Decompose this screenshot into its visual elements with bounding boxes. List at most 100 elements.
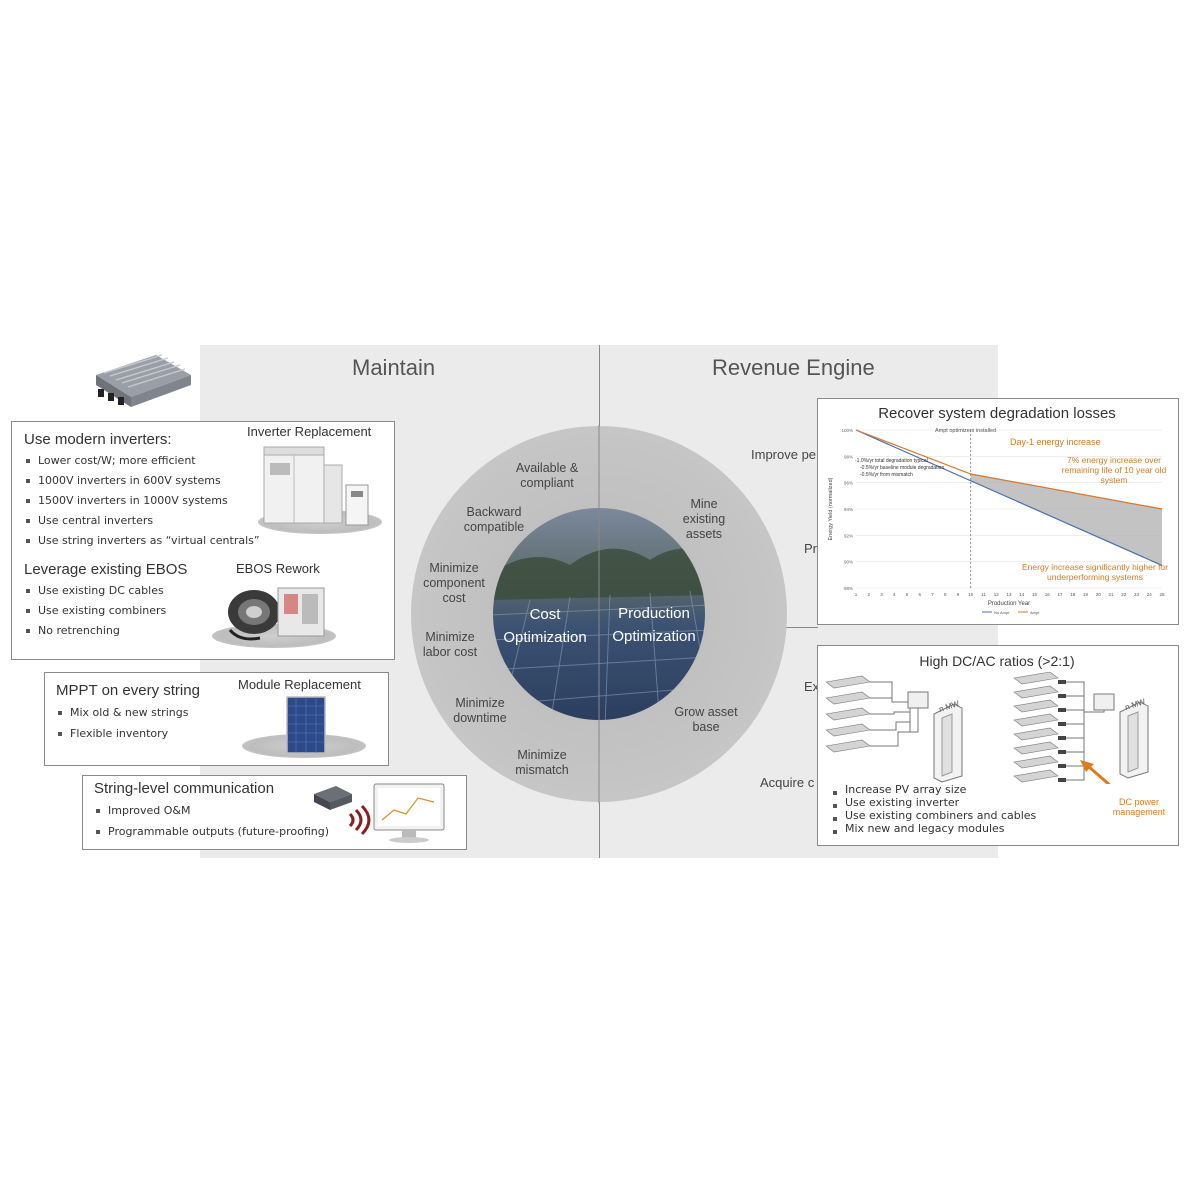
y-tick-label: 96% (844, 481, 853, 486)
dcac-item: Mix new and legacy modules (831, 822, 1036, 835)
wireless-monitor-icon (314, 783, 445, 843)
legend-label-ampt: Ampt (1030, 610, 1040, 615)
inverter-heading: Use modern inverters: (24, 431, 172, 448)
inverter-item: 1000V inverters in 600V systems (24, 471, 260, 491)
y-tick-label: 88% (844, 586, 853, 591)
y-tick-label: 90% (844, 560, 853, 565)
y-tick-label: 98% (844, 454, 853, 459)
x-tick-label: 23 (1134, 592, 1140, 597)
x-tick-label: 10 (968, 592, 974, 597)
production-optimization-label: Production Optimization (612, 605, 696, 645)
dcac-item: Use existing combiners and cables (831, 809, 1036, 822)
ebos-rework-label: EBOS Rework (236, 561, 320, 576)
inverter-item: Use central inverters (24, 511, 260, 531)
energy-gain-area (970, 474, 1162, 566)
x-tick-label: 3 (880, 592, 883, 597)
ebos-item: Use existing combiners (24, 601, 166, 621)
chart-annotation-top: Ampt optimizers installed (935, 428, 997, 434)
right-label-ex: Ex (804, 679, 820, 694)
x-axis-label: Production Year (988, 601, 1030, 607)
x-tick-label: 12 (994, 592, 1000, 597)
chart-note-line: -0.5%/yr from mismatch (860, 472, 913, 478)
y-axis-label: Energy Yield (normalized) (828, 477, 834, 540)
right-label-improve: Improve pe (751, 447, 817, 462)
communication-item: Improved O&M (94, 801, 329, 821)
ring-label-available: Available & compliant (515, 461, 579, 490)
ebos-cable-icon (228, 587, 325, 641)
ring-label-grow: Grow asset base (674, 705, 738, 734)
legend-label-no-ampt: No Ampt (994, 610, 1010, 615)
dcac-diagram: n MW n MW (825, 672, 1149, 784)
mppt-item: Flexible inventory (56, 724, 188, 744)
ring-label-component: Minimize component cost (423, 561, 485, 605)
x-tick-label: 17 (1057, 592, 1063, 597)
x-tick-label: 21 (1108, 592, 1114, 597)
central-inverter-icon (263, 446, 369, 526)
chart-annotation-day1: Day-1 energy increase (1010, 437, 1101, 447)
dcac-item: Increase PV array size (831, 783, 1036, 796)
chart-title: Recover system degradation losses (878, 405, 1116, 422)
x-tick-label: 8 (944, 592, 947, 597)
communication-item: Programmable outputs (future-proofing) (94, 822, 329, 842)
x-tick-label: 11 (981, 592, 986, 597)
optimizer-device-icon (96, 354, 191, 407)
communication-heading: String-level communication (94, 780, 275, 797)
x-tick-label: 13 (1006, 592, 1012, 597)
ring-label-labor: Minimize labor cost (422, 630, 478, 659)
ring-label-mine: Mine existing assets (682, 497, 726, 541)
chart-note-line: -0.5%/yr baseline module degradation (860, 465, 945, 471)
maintain-title: Maintain (352, 355, 436, 380)
chart-note-line: -1.0%/yr total degradation typical (855, 458, 928, 464)
x-tick-label: 22 (1121, 592, 1127, 597)
x-tick-label: 14 (1019, 592, 1025, 597)
pv-module-icon (286, 696, 326, 754)
x-tick-label: 24 (1147, 592, 1153, 597)
mppt-item: Mix old & new strings (56, 703, 188, 723)
x-tick-label: 20 (1096, 592, 1102, 597)
ebos-list: Use existing DC cables Use existing comb… (24, 581, 166, 641)
mppt-list: Mix old & new strings Flexible inventory (56, 703, 188, 744)
module-replacement-label: Module Replacement (238, 677, 361, 692)
inverter-item: 1500V inverters in 1000V systems (24, 491, 260, 511)
right-label-pr: Pr (804, 541, 817, 556)
y-tick-label: 94% (844, 507, 853, 512)
chart-note: -1.0%/yr total degradation typical -0.5%… (855, 458, 944, 479)
x-tick-label: 5 (906, 592, 909, 597)
inverter-box (11, 421, 395, 660)
x-tick-label: 19 (1083, 592, 1089, 597)
series-line-no-ampt (855, 429, 1163, 566)
dcac-title: High DC/AC ratios (>2:1) (919, 653, 1075, 669)
ring-label-mismatch: Minimize mismatch (515, 748, 569, 777)
x-tick-label: 4 (893, 592, 896, 597)
x-tick-label: 9 (957, 592, 960, 597)
x-tick-label: 15 (1032, 592, 1038, 597)
cost-optimization-label: Cost Optimization (503, 606, 587, 646)
x-tick-label: 7 (931, 592, 934, 597)
chart-annotation-bottom: Energy increase significantly higher for… (1022, 562, 1168, 582)
ebos-item: Use existing DC cables (24, 581, 166, 601)
x-tick-label: 25 (1159, 592, 1165, 597)
x-tick-label: 18 (1070, 592, 1076, 597)
x-tick-label: 2 (867, 592, 870, 597)
revenue-engine-title: Revenue Engine (712, 355, 875, 380)
mppt-heading: MPPT on every string (56, 682, 200, 699)
communication-list: Improved O&M Programmable outputs (futur… (94, 801, 329, 842)
inverter-item: Use string inverters as “virtual central… (24, 531, 260, 551)
x-tick-label: 16 (1045, 592, 1051, 597)
right-label-acquire: Acquire c (760, 775, 815, 790)
ring-label-downtime: Minimize downtime (453, 696, 507, 725)
y-tick-label: 92% (844, 533, 853, 538)
inverter-item: Lower cost/W; more efficient (24, 451, 260, 471)
ebos-heading: Leverage existing EBOS (24, 561, 188, 578)
x-tick-label: 6 (918, 592, 921, 597)
dc-power-management-label: DC power management (1112, 797, 1166, 817)
inverter-replacement-label: Inverter Replacement (247, 424, 372, 439)
ebos-item: No retrenching (24, 621, 166, 641)
dcac-list: Increase PV array size Use existing inve… (831, 783, 1036, 835)
center-ring-diagram (411, 425, 787, 803)
chart-annotation-7pct: 7% energy increase over remaining life o… (1061, 455, 1167, 485)
dcac-item: Use existing inverter (831, 796, 1036, 809)
x-tick-label: 1 (855, 592, 858, 597)
inverter-list: Lower cost/W; more efficient 1000V inver… (24, 451, 260, 551)
